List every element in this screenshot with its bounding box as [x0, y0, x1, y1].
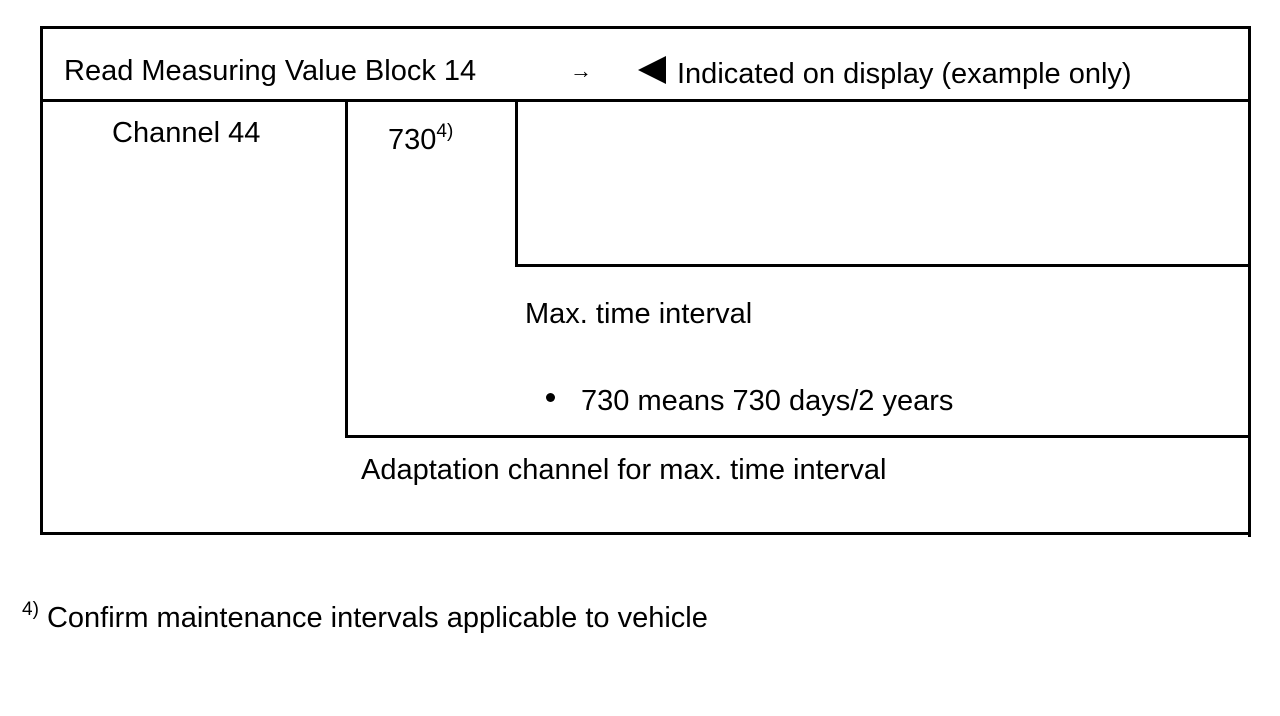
outer-box-left: [40, 26, 43, 535]
field2-value: 7304): [388, 122, 453, 156]
display-note: Indicated on display (example only): [677, 58, 1132, 90]
bullet-text: 730 means 730 days/2 years: [581, 385, 954, 417]
footnote: 4) Confirm maintenance intervals applica…: [22, 600, 708, 634]
footnote-marker: 4): [22, 599, 39, 620]
right-arrow-icon: →: [570, 58, 592, 83]
outer-box-right: [1248, 26, 1251, 537]
field2-footnote-ref: 4): [436, 121, 454, 142]
block-label: Read Measuring Value Block 14: [64, 55, 477, 87]
adaptation-callout-line: [345, 435, 1251, 438]
left-triangle-icon: [638, 56, 666, 84]
header-divider: [40, 99, 1251, 102]
max-interval-label: Max. time interval: [525, 298, 753, 330]
max-interval-callout-line: [515, 264, 1251, 267]
footnote-text: Confirm maintenance intervals applicable…: [46, 602, 708, 634]
outer-box-top: [40, 26, 1251, 29]
bullet-icon: [546, 393, 555, 402]
field2-value-number: 730: [388, 124, 437, 156]
adaptation-label: Adaptation channel for max. time interva…: [361, 454, 887, 486]
field1-divider: [345, 99, 348, 438]
channel-label: Channel 44: [112, 117, 261, 149]
outer-box-bottom: [40, 532, 1251, 535]
field2-divider: [515, 99, 518, 267]
